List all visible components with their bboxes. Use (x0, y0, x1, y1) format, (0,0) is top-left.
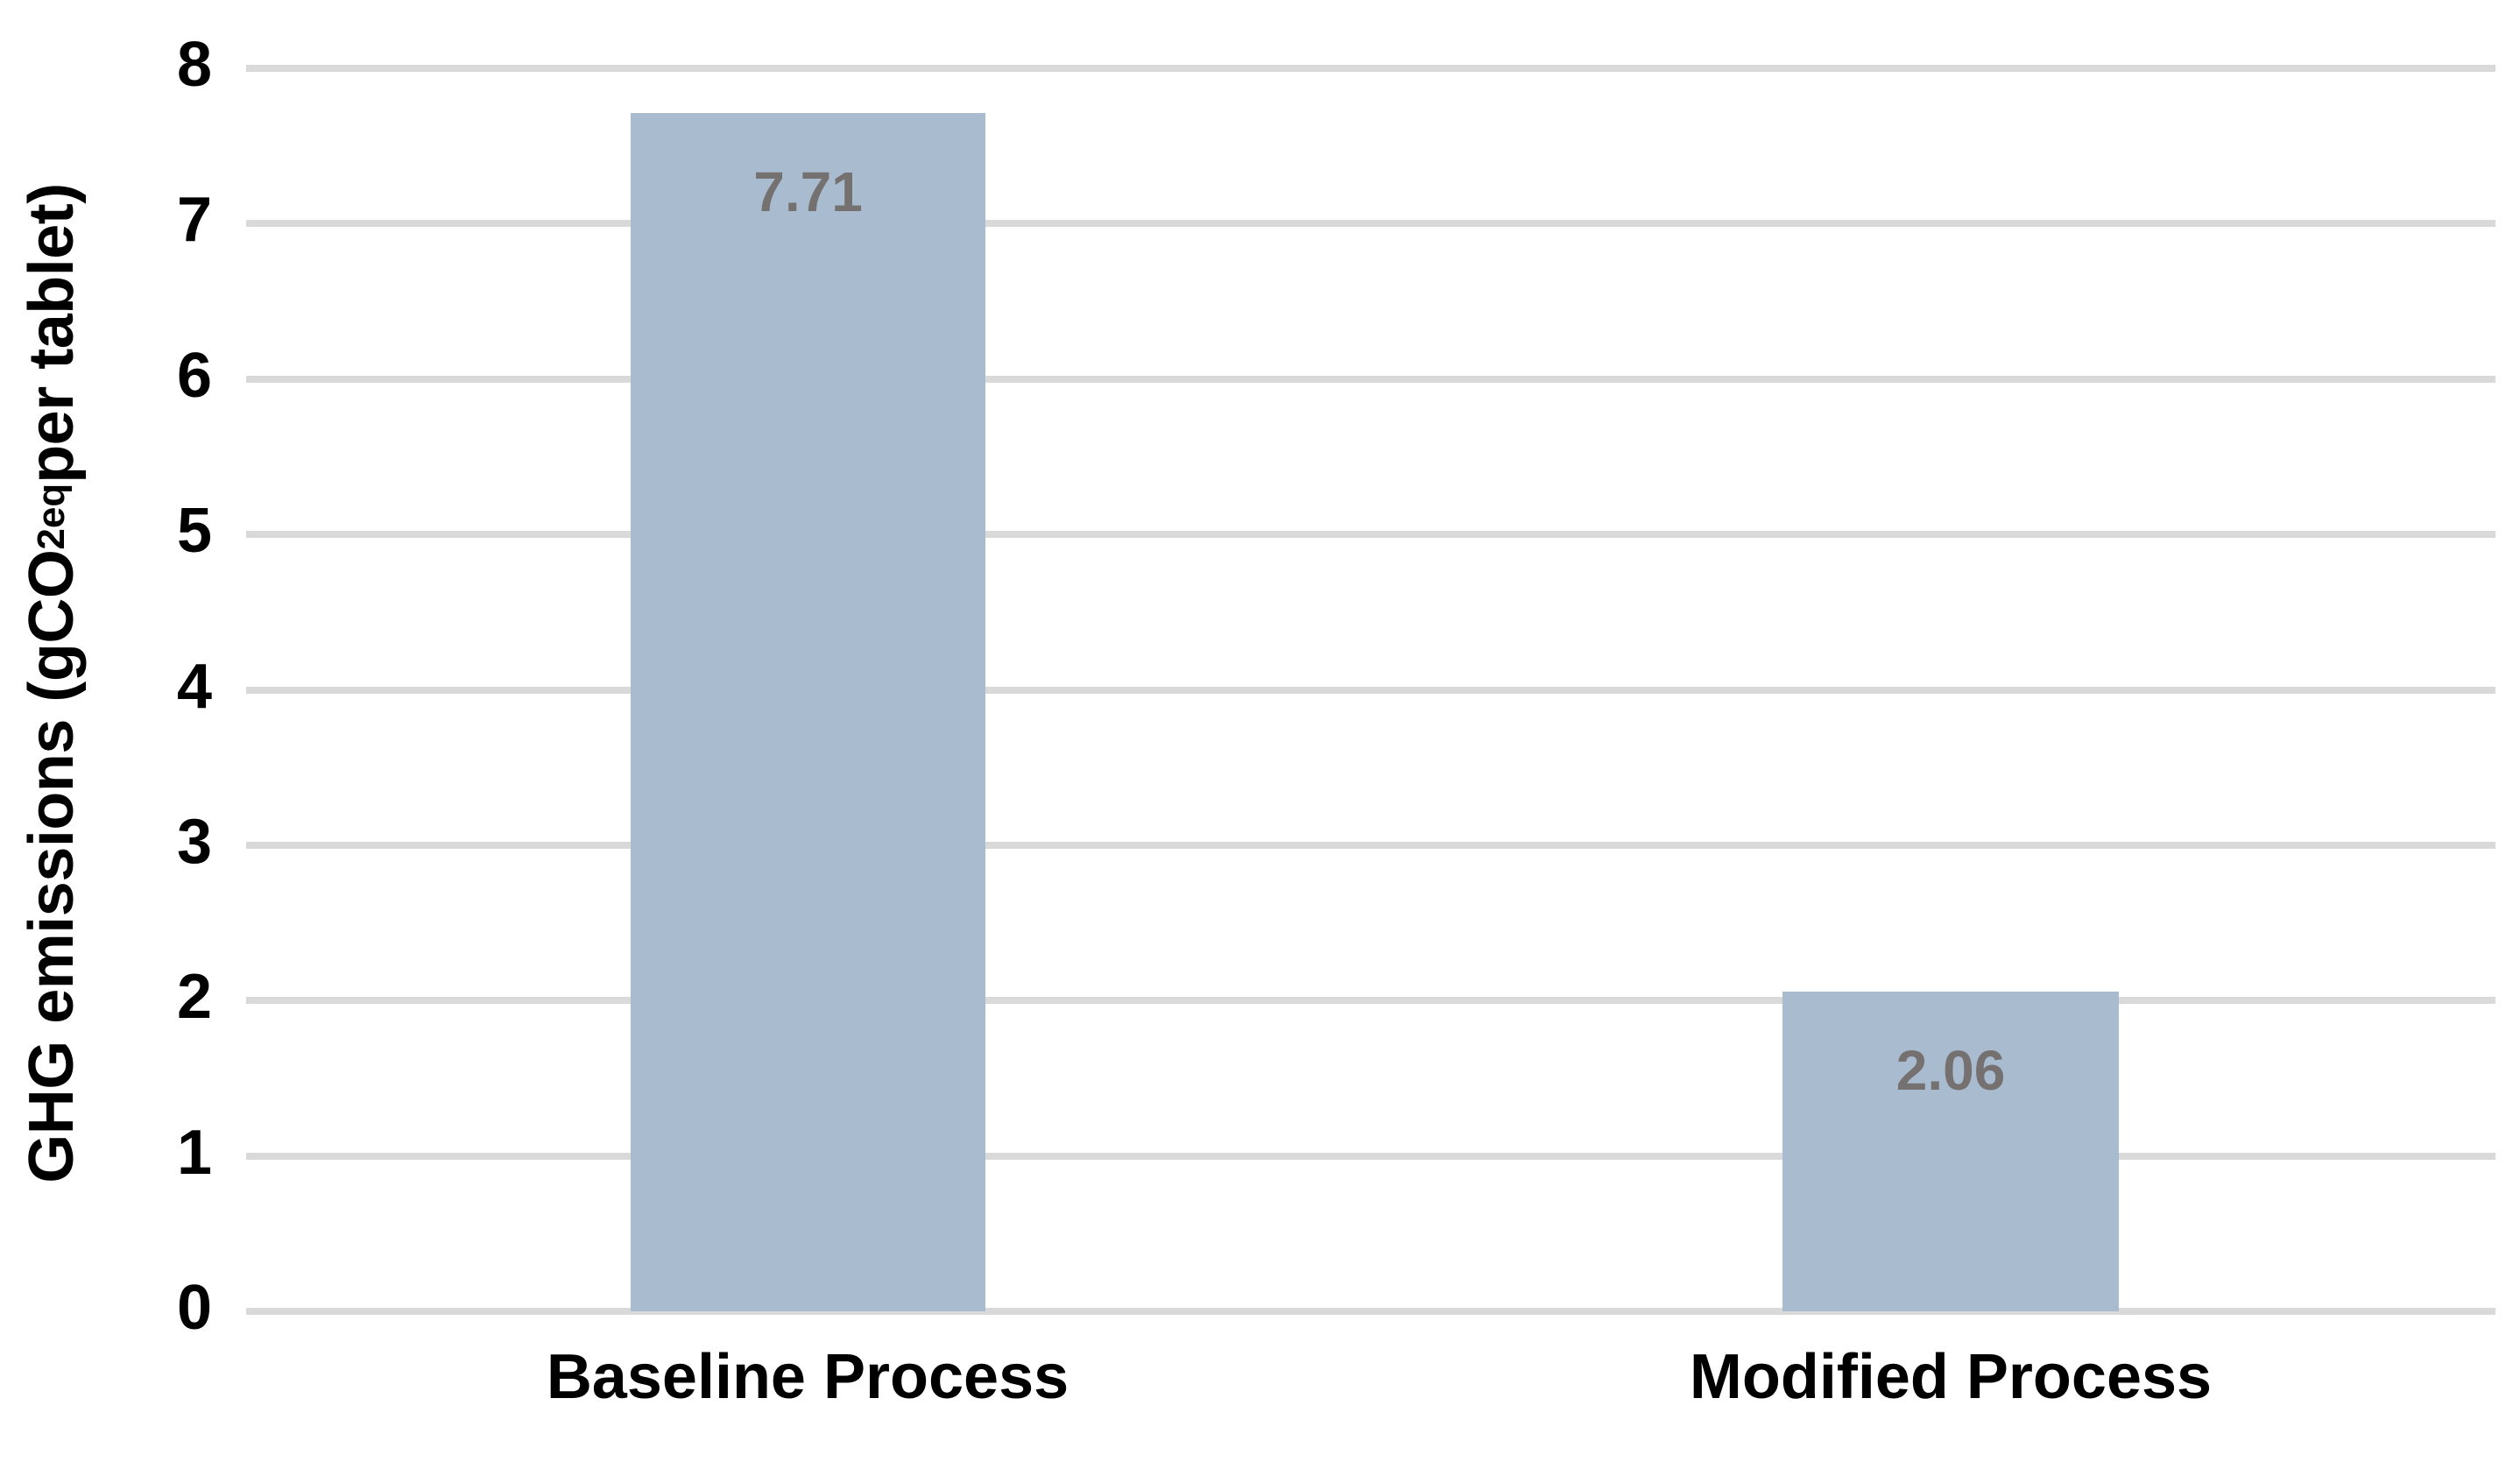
y-axis-title-subscript: 2eq (30, 483, 73, 550)
gridline (246, 531, 2495, 539)
bar-baseline-process[interactable]: 7.71 (631, 113, 985, 1311)
y-axis-tick-label: 6 (176, 340, 212, 411)
gridline (246, 375, 2495, 383)
y-axis-tick-label: 4 (176, 651, 212, 722)
gridline (246, 1152, 2495, 1160)
gridline (246, 220, 2495, 228)
y-axis-tick-label: 1 (176, 1117, 212, 1188)
y-axis-title-after: per tablet) (17, 183, 87, 484)
gridline (246, 1308, 2495, 1315)
bar-modified-process[interactable]: 2.06 (1782, 991, 2119, 1311)
y-axis-tick-label: 7 (176, 185, 212, 256)
x-axis-label-baseline-process: Baseline Process (546, 1342, 1069, 1412)
y-axis-tick-label: 2 (176, 962, 212, 1033)
bar-value-label: 7.71 (753, 160, 863, 224)
gridline (246, 65, 2495, 72)
gridline (246, 997, 2495, 1005)
y-axis-tick-label: 5 (176, 496, 212, 567)
bar-value-label: 2.06 (1895, 1038, 2006, 1102)
y-axis-title-before: GHG emissions (gCO (17, 549, 87, 1183)
y-axis-tick-label: 8 (176, 30, 212, 100)
x-axis-label-modified-process: Modified Process (1689, 1342, 2213, 1412)
y-axis-tick-label: 3 (176, 806, 212, 877)
y-axis-tick-label: 0 (176, 1273, 212, 1343)
gridline (246, 841, 2495, 849)
gridline (246, 686, 2495, 694)
